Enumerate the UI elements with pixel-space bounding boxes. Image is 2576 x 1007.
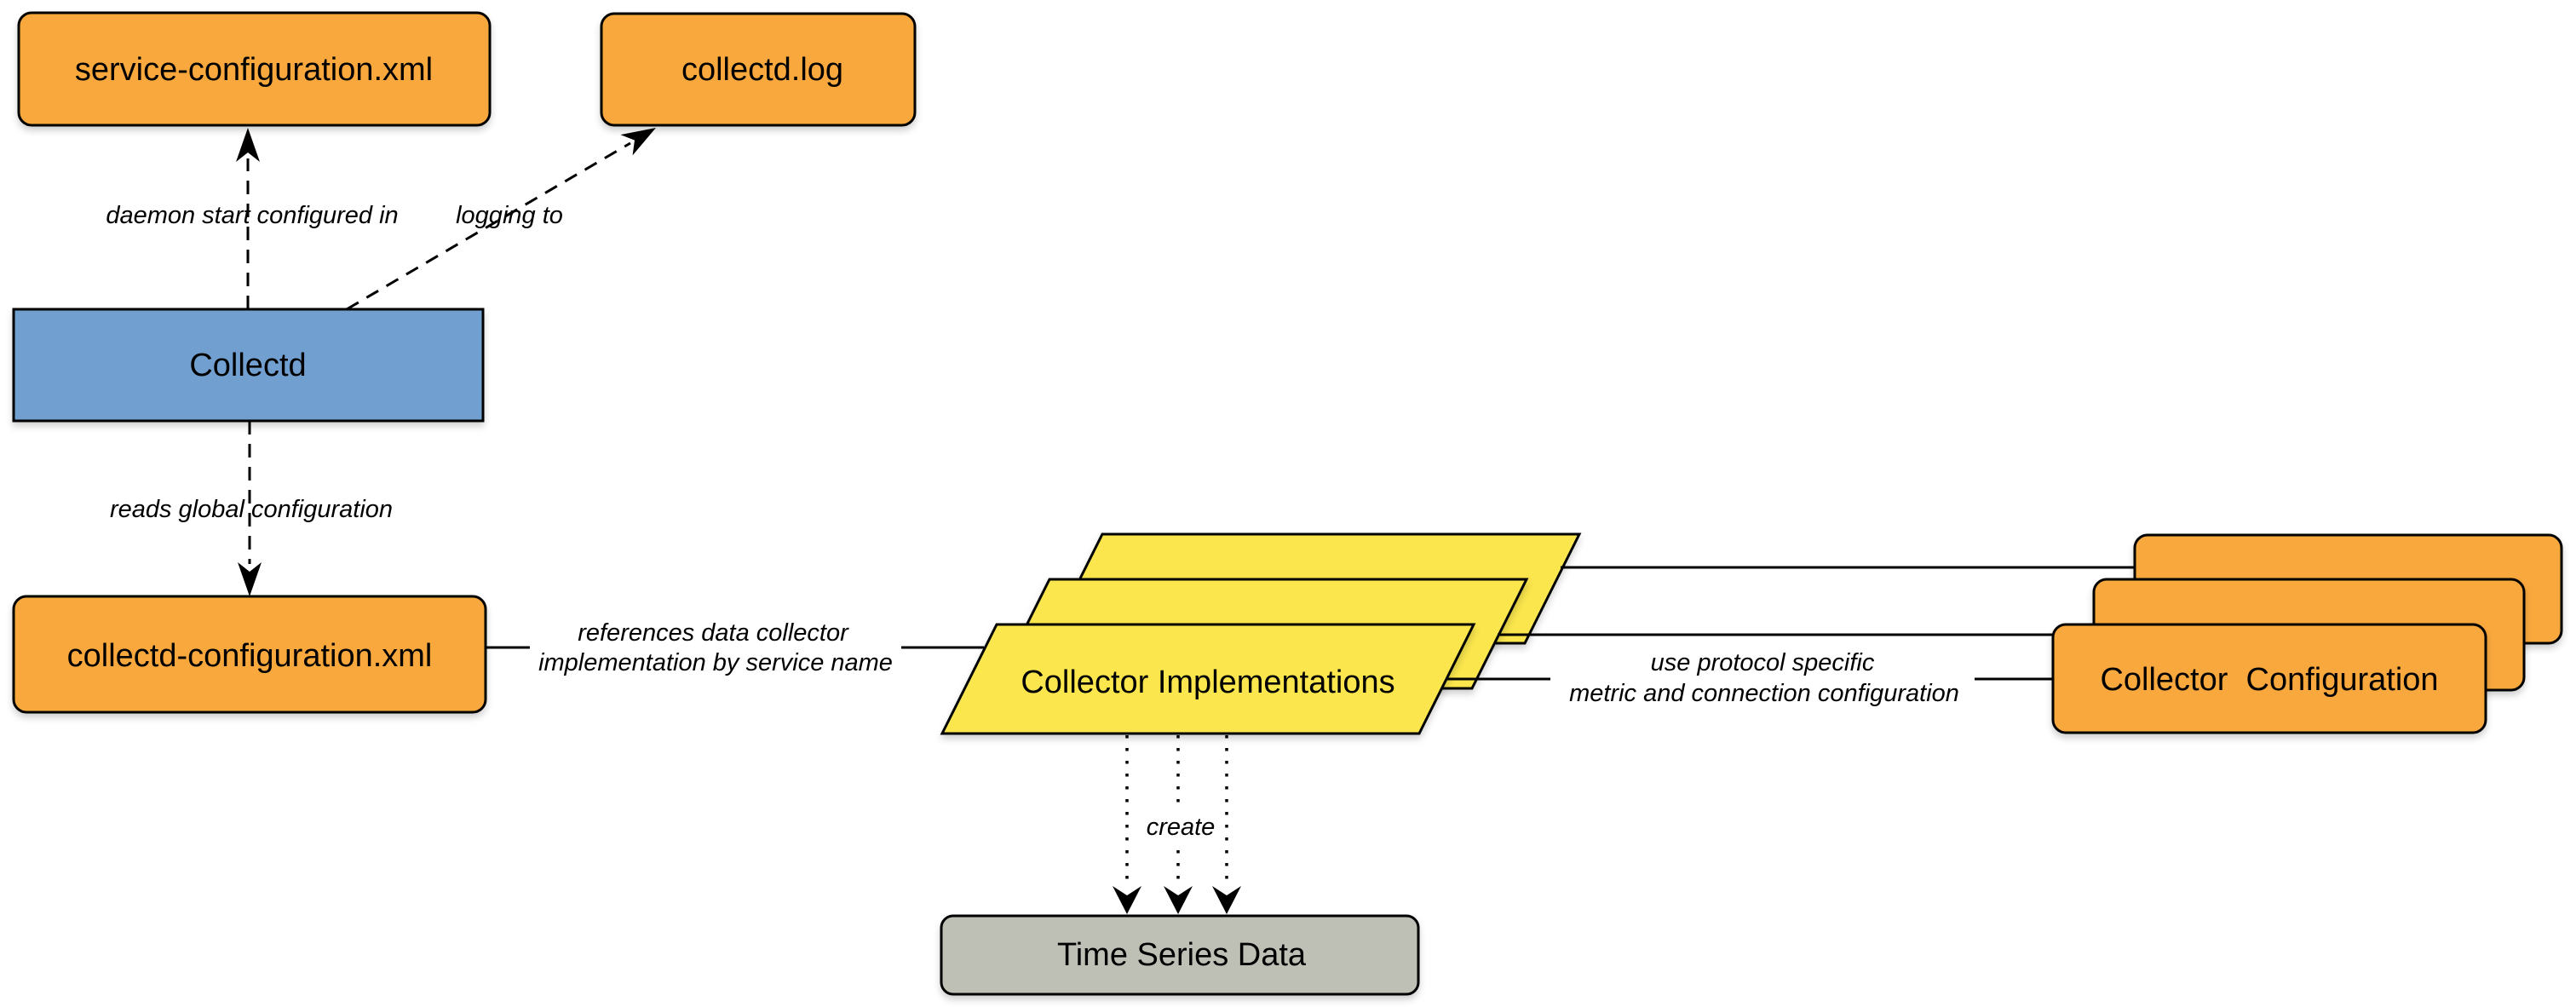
node-collectd-configuration-xml xyxy=(12,595,487,714)
edge-logging-to-arrowhead xyxy=(620,128,656,156)
edge-create-arrowhead-3 xyxy=(1212,886,1241,914)
edge-create-label: create xyxy=(1147,814,1216,841)
edge-create-label-bg xyxy=(1140,808,1220,847)
edge-create-arrowhead-2 xyxy=(1164,886,1193,914)
edge-use-protocol-label-line1: use protocol specific xyxy=(1651,649,1875,676)
node-collectd-label: Collectd xyxy=(189,348,306,383)
edge-references-label-line1: references data collector xyxy=(578,619,849,647)
node-collectd-log xyxy=(600,12,917,127)
edge-references-label-line2: implementation by service name xyxy=(538,649,893,676)
node-collector-implementations-label: Collector Implementations xyxy=(1021,665,1394,700)
edge-reads-global-arrowhead xyxy=(238,562,262,596)
edge-use-protocol-label-line2: metric and connection configuration xyxy=(1569,680,1959,707)
edge-create-arrowhead-1 xyxy=(1113,886,1141,914)
node-collector-configuration-label: Collector Configuration xyxy=(2100,662,2438,698)
node-collectd-log-label: collectd.log xyxy=(681,52,843,88)
node-time-series-data-label: Time Series Data xyxy=(1057,937,1307,973)
edge-daemon-start-label: daemon start configured in xyxy=(106,202,398,229)
node-collector-configuration-front xyxy=(2051,623,2487,734)
node-collector-implementations-front xyxy=(940,623,1476,735)
node-collectd-configuration-xml-label: collectd-configuration.xml xyxy=(67,638,433,674)
node-service-configuration-xml xyxy=(17,11,492,127)
node-time-series-data xyxy=(940,914,1420,996)
node-collectd xyxy=(12,308,485,423)
node-service-configuration-xml-label: service-configuration.xml xyxy=(75,52,433,88)
edge-daemon-start-arrowhead xyxy=(236,128,260,162)
edge-logging-to-line xyxy=(346,141,631,311)
edge-logging-to-label: logging to xyxy=(456,202,563,229)
edge-reads-global-label: reads global configuration xyxy=(110,496,393,523)
